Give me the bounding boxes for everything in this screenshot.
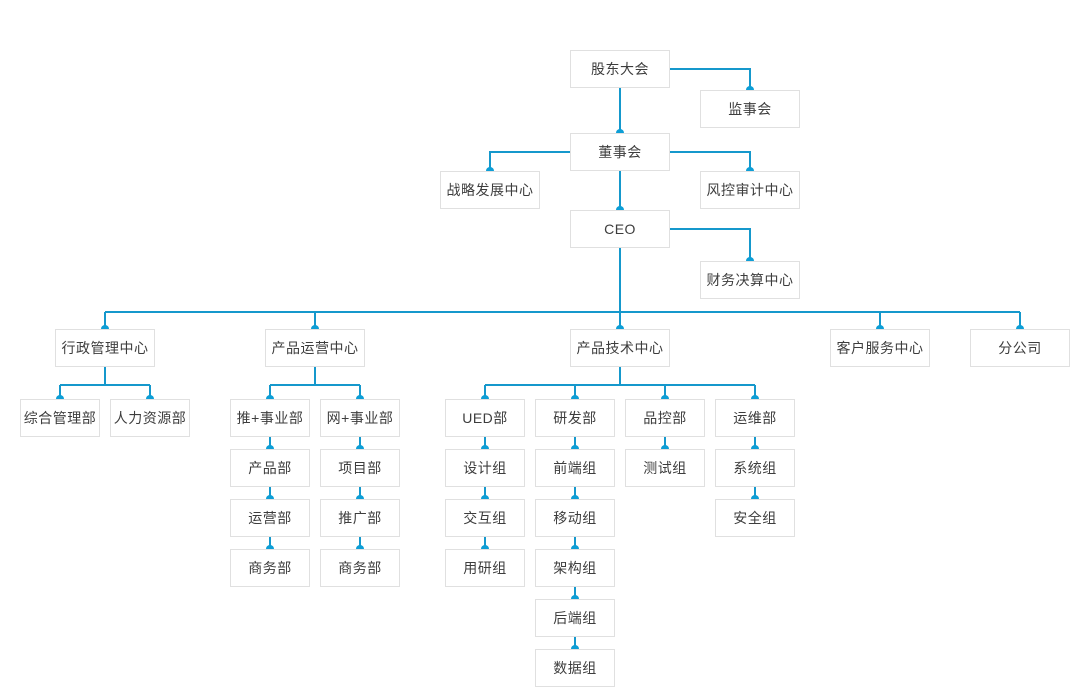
org-node-general-mgmt: 综合管理部 <box>20 399 100 437</box>
org-node-branch: 分公司 <box>970 329 1070 367</box>
org-node-business-dept-b: 商务部 <box>320 549 400 587</box>
org-node-promotion-dept: 推广部 <box>320 499 400 537</box>
org-node-shareholders: 股东大会 <box>570 50 670 88</box>
org-node-board: 董事会 <box>570 133 670 171</box>
org-node-interaction-group: 交互组 <box>445 499 525 537</box>
org-node-system-group: 系统组 <box>715 449 795 487</box>
org-node-operations-dept: 运营部 <box>230 499 310 537</box>
org-node-hr: 人力资源部 <box>110 399 190 437</box>
org-node-risk-audit: 风控审计中心 <box>700 171 800 209</box>
org-node-security-group: 安全组 <box>715 499 795 537</box>
org-node-backend-group: 后端组 <box>535 599 615 637</box>
edge-line <box>670 228 751 261</box>
org-node-product-dept: 产品部 <box>230 449 310 487</box>
edge-line <box>670 151 751 171</box>
org-node-supervisory: 监事会 <box>700 90 800 128</box>
org-node-ceo: CEO <box>570 210 670 248</box>
org-node-frontend-group: 前端组 <box>535 449 615 487</box>
org-node-customer-service: 客户服务中心 <box>830 329 930 367</box>
org-node-strategy: 战略发展中心 <box>440 171 540 209</box>
org-node-business-dept-a: 商务部 <box>230 549 310 587</box>
org-node-architecture-group: 架构组 <box>535 549 615 587</box>
org-node-tui-division: 推+事业部 <box>230 399 310 437</box>
org-node-rnd-dept: 研发部 <box>535 399 615 437</box>
org-node-admin-center: 行政管理中心 <box>55 329 155 367</box>
org-node-data-group: 数据组 <box>535 649 615 687</box>
org-node-project-dept: 项目部 <box>320 449 400 487</box>
org-node-product-tech: 产品技术中心 <box>570 329 670 367</box>
org-node-ued-dept: UED部 <box>445 399 525 437</box>
edge-line <box>489 151 570 171</box>
org-node-wang-division: 网+事业部 <box>320 399 400 437</box>
org-node-finance: 财务决算中心 <box>700 261 800 299</box>
org-node-user-research-group: 用研组 <box>445 549 525 587</box>
org-node-product-ops: 产品运营中心 <box>265 329 365 367</box>
edge-line <box>670 68 751 90</box>
org-node-testing-group: 测试组 <box>625 449 705 487</box>
org-node-qc-dept: 品控部 <box>625 399 705 437</box>
org-node-design-group: 设计组 <box>445 449 525 487</box>
org-node-ops-dept: 运维部 <box>715 399 795 437</box>
org-node-mobile-group: 移动组 <box>535 499 615 537</box>
